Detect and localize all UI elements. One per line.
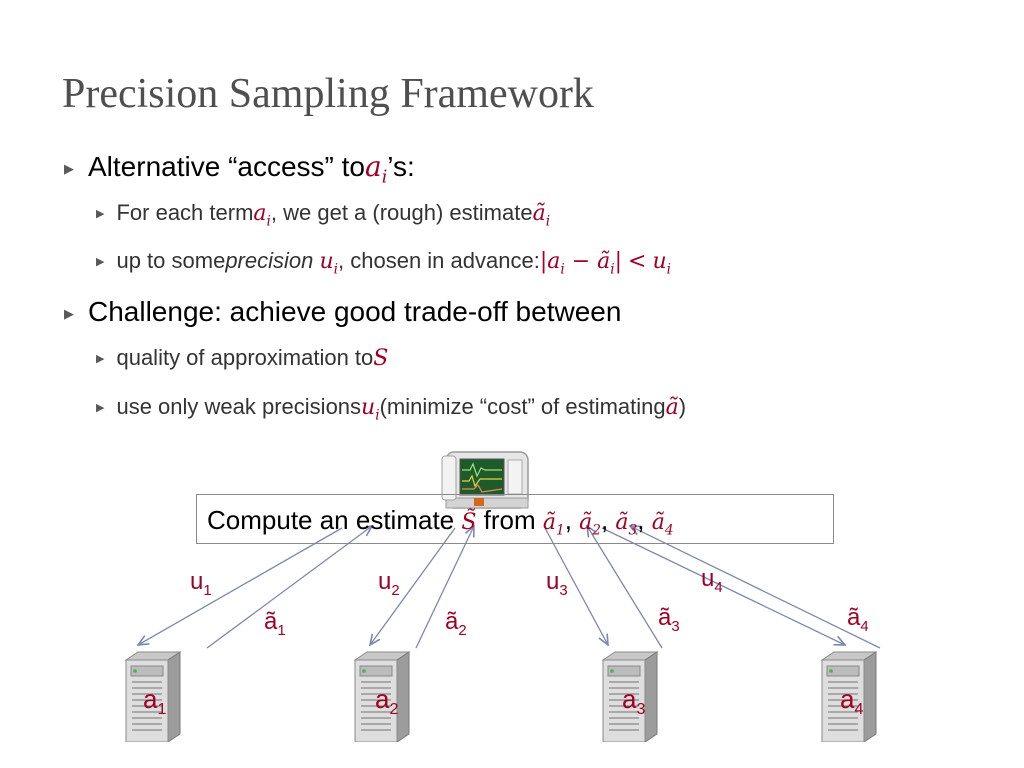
label-u1: u1 xyxy=(190,568,212,599)
compute-estimate-box: Compute an estimate S̃ from ã1, ã2, ã3, … xyxy=(196,494,834,544)
server-tower-icon xyxy=(601,651,659,742)
triangle-right-icon: ▶ xyxy=(64,306,74,321)
bullet-text: quality of approximation to xyxy=(116,345,374,370)
label-a4: a4 xyxy=(840,684,864,719)
math-var: ui xyxy=(319,249,339,278)
math-var-estimate: ãi xyxy=(532,201,551,230)
bullet-text-mid: (minimize “cost” of estimating xyxy=(379,394,666,419)
triangle-right-icon: ▶ xyxy=(64,161,74,176)
bullet-quality: ▶ quality of approximation to S xyxy=(96,345,388,371)
math-var: ai xyxy=(253,201,271,230)
triangle-right-icon: ▶ xyxy=(96,208,105,220)
arrow-u3 xyxy=(544,527,608,645)
triangle-right-icon: ▶ xyxy=(96,402,105,414)
bullet-text: Challenge: achieve good trade-off betwee… xyxy=(88,296,622,327)
arrow-u2 xyxy=(370,527,456,645)
bullet-text: up to some xyxy=(116,248,226,273)
math-var: ui xyxy=(361,395,380,424)
bullet-each-term: ▶ For each term ai , we get a (rough) es… xyxy=(96,200,550,229)
compute-estimate-text: Compute an estimate S̃ from ã1, ã2, ã3, … xyxy=(207,505,674,539)
arrow-u1 xyxy=(138,527,343,645)
label-u2: u2 xyxy=(378,568,400,599)
bullet-italic-text: precision xyxy=(225,248,314,273)
math-formula: |ai − ãi|<ui xyxy=(539,249,672,278)
bullet-text: Alternative “access” to xyxy=(88,151,365,182)
math-var: S xyxy=(373,346,389,371)
label-u3: u3 xyxy=(546,568,568,599)
label-at3: ã3 xyxy=(658,604,680,635)
arrow-at2 xyxy=(415,526,474,649)
triangle-right-icon: ▶ xyxy=(96,256,105,268)
arrow-at3 xyxy=(587,526,663,649)
server-tower-icon xyxy=(820,651,878,742)
math-var: ai xyxy=(365,150,388,188)
label-at1: ã1 xyxy=(264,608,286,639)
bullet-text: For each term xyxy=(116,200,254,225)
label-a1: a1 xyxy=(143,684,167,719)
label-u4: u4 xyxy=(701,565,723,596)
bullet-weak-precisions: ▶ use only weak precisions ui (minimize … xyxy=(96,394,686,423)
bullet-text: use only weak precisions xyxy=(116,394,362,419)
bullet-precision: ▶ up to some precision ui , chosen in ad… xyxy=(96,248,671,277)
label-a2: a2 xyxy=(375,684,399,719)
bullet-text-end: ) xyxy=(678,394,687,419)
triangle-right-icon: ▶ xyxy=(96,353,105,365)
arrow-at4 xyxy=(630,526,881,649)
slide-title: Precision Sampling Framework xyxy=(62,71,594,117)
bullet-alternative-access: ▶ Alternative “access” to ai ’s: xyxy=(64,150,415,188)
server-tower-icon xyxy=(353,651,411,742)
arrow-u4 xyxy=(601,527,845,645)
math-S-tilde: S̃ xyxy=(461,510,477,535)
bullet-challenge: ▶ Challenge: achieve good trade-off betw… xyxy=(64,296,621,328)
arrow-at1 xyxy=(206,526,372,649)
math-var-estimate: ã xyxy=(665,395,679,420)
label-at4: ã4 xyxy=(847,604,869,635)
label-at2: ã2 xyxy=(445,608,467,639)
server-tower-icon xyxy=(124,651,182,742)
bullet-text-mid: , chosen in advance: xyxy=(338,248,540,273)
bullet-text-end: ’s: xyxy=(387,151,415,182)
bullet-text-mid: , we get a (rough) estimate xyxy=(270,200,533,225)
label-a3: a3 xyxy=(622,684,646,719)
